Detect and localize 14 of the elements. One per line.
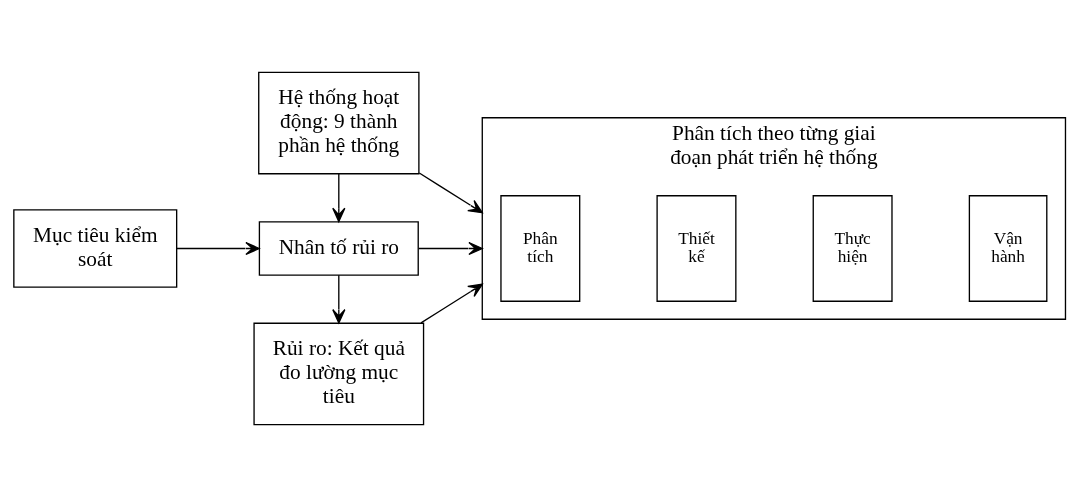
node-box: Rủi ro: Kết quả đo lường mục tiêu bbox=[253, 322, 425, 426]
arrow bbox=[418, 172, 483, 214]
arrow bbox=[418, 241, 483, 256]
node-box: Nhân tố rủi ro bbox=[258, 221, 419, 276]
arrow bbox=[332, 173, 346, 223]
node-box: Phân tích bbox=[500, 195, 581, 302]
node-box: Thực hiện bbox=[812, 195, 893, 302]
node-box: Hệ thống hoạt động: 9 thành phần hệ thống bbox=[258, 71, 420, 175]
node-box: Thiết kế bbox=[656, 195, 737, 302]
arrow bbox=[332, 274, 346, 324]
arrow bbox=[176, 241, 260, 256]
node-box: Mục tiêu kiểm soát bbox=[13, 209, 178, 288]
arrow bbox=[420, 283, 483, 324]
node-box: Vận hành bbox=[968, 195, 1048, 302]
